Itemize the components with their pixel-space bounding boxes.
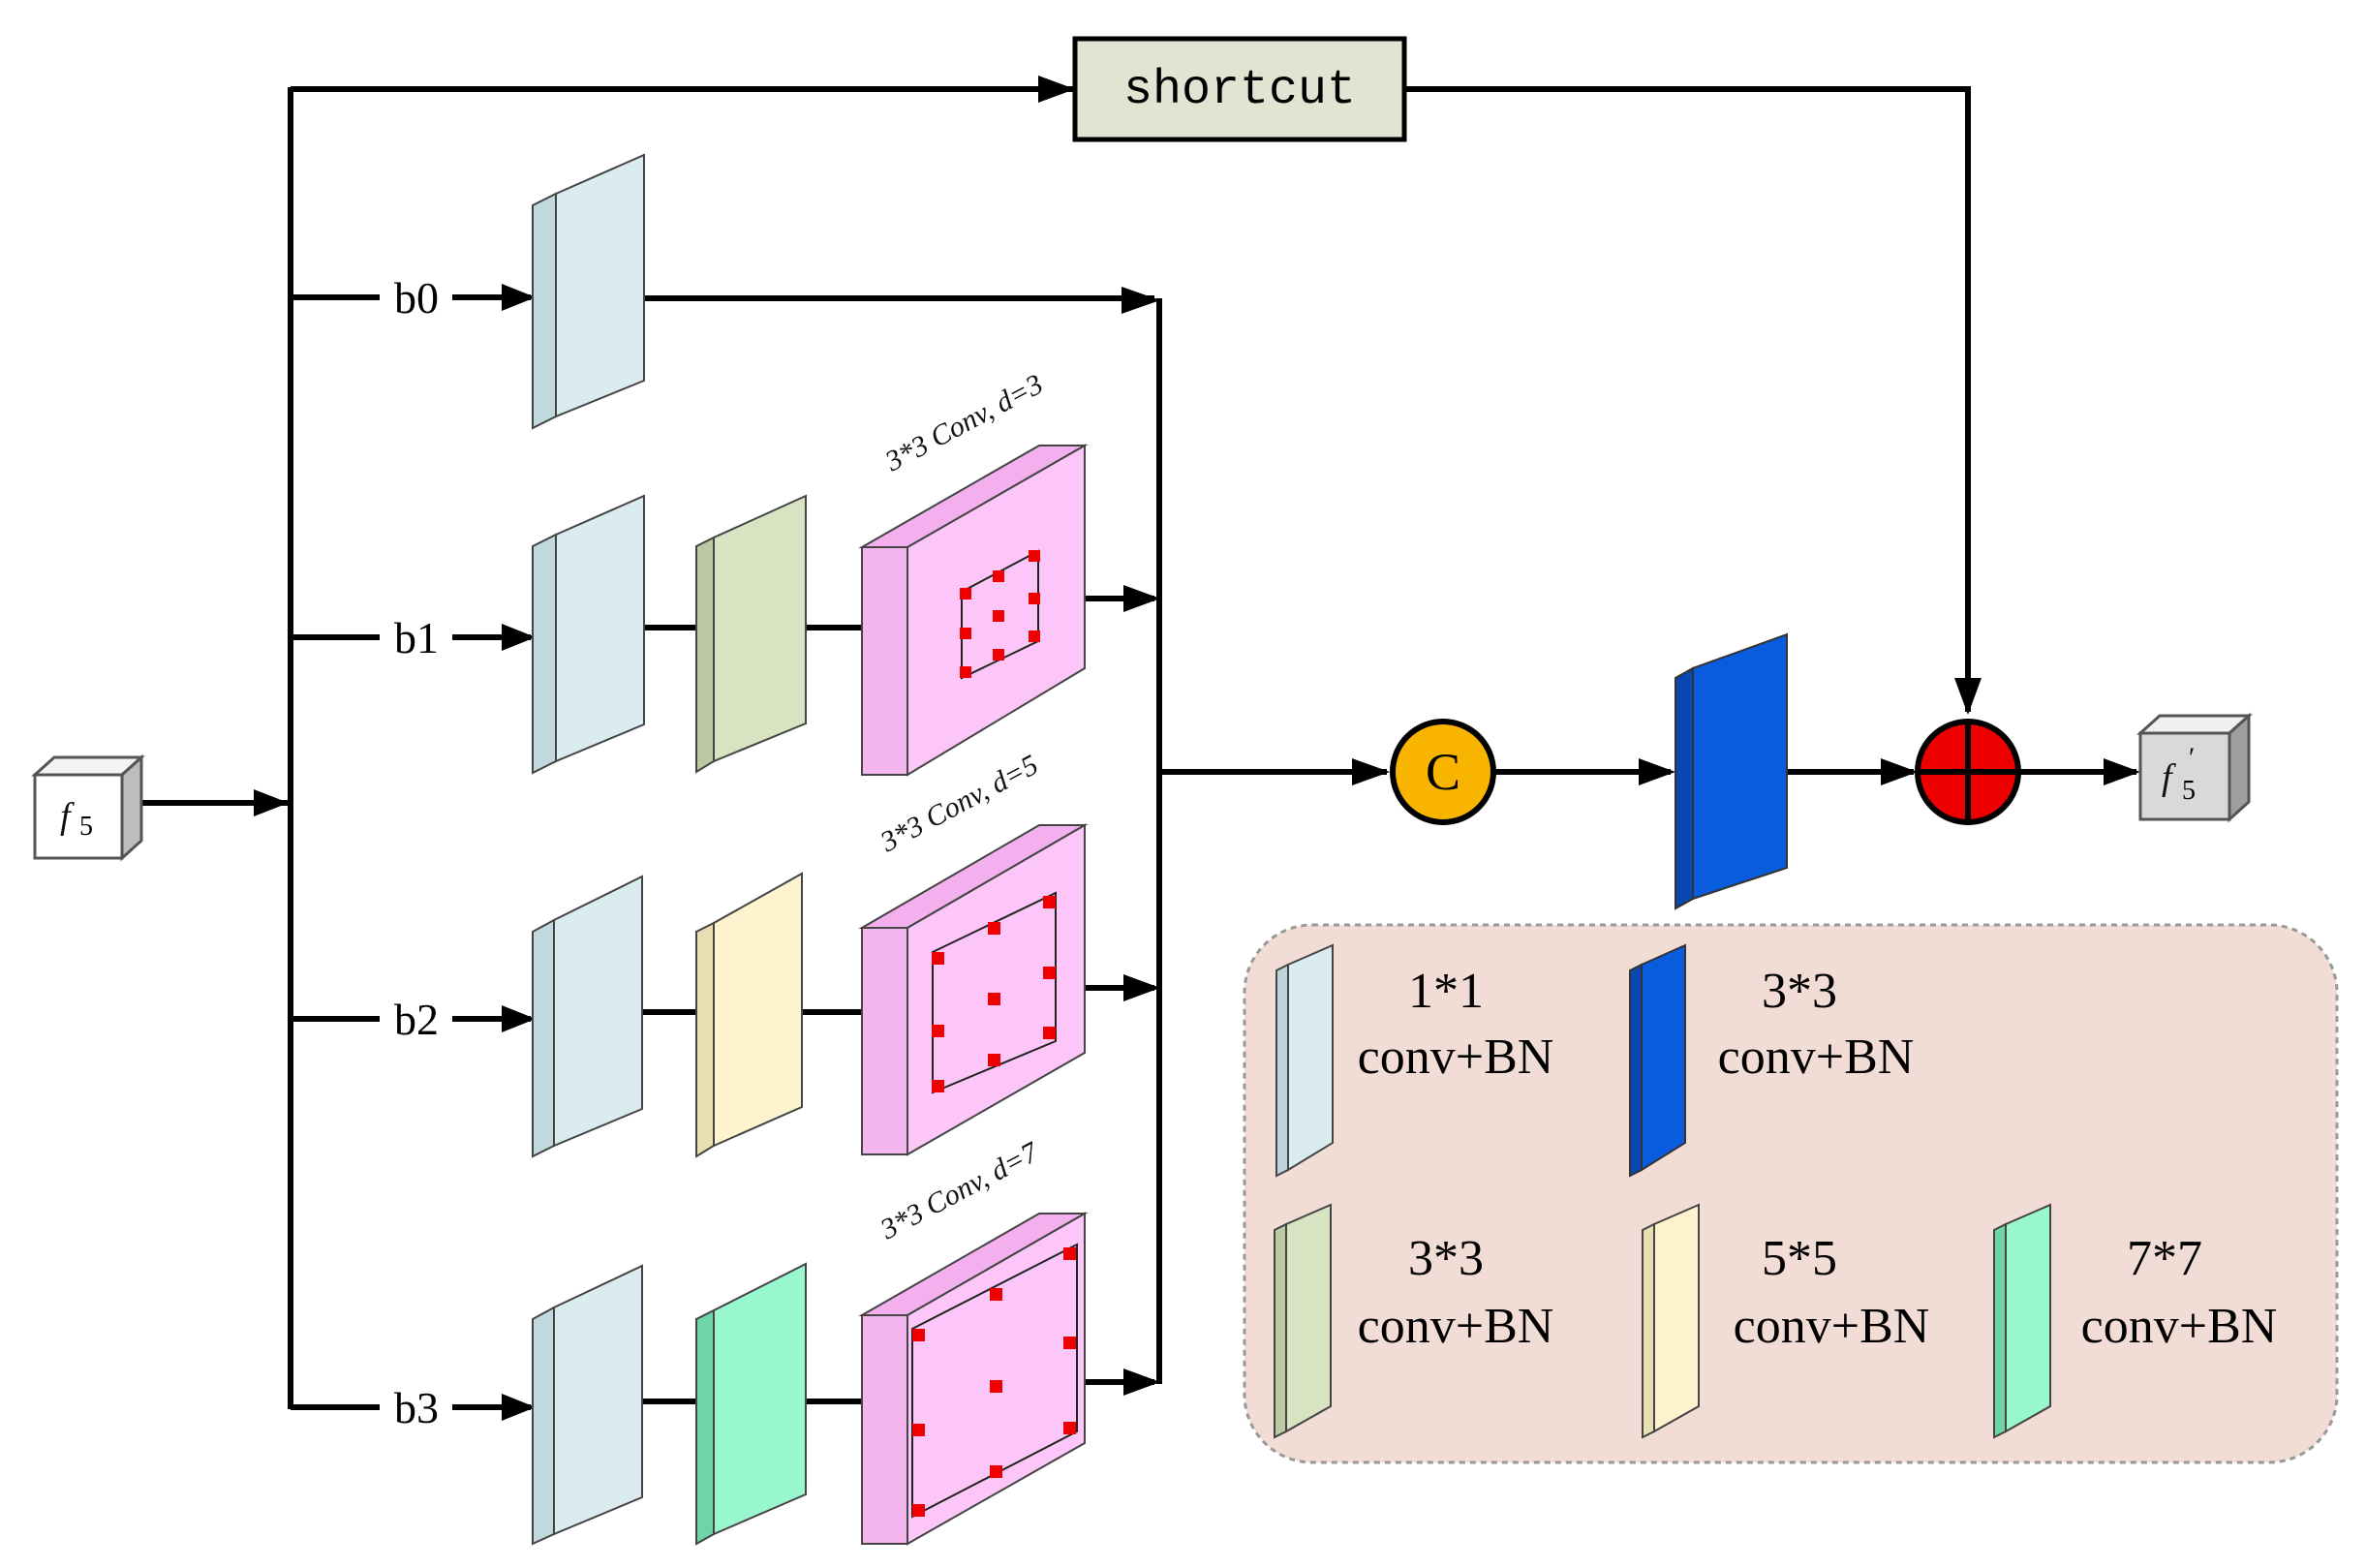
legend-item-3x3-green: 3*3 conv+BN	[1274, 1203, 1554, 1439]
svg-text:conv+BN: conv+BN	[1358, 1030, 1554, 1085]
add-node	[1915, 719, 2021, 825]
svg-text:conv+BN: conv+BN	[1358, 1299, 1554, 1354]
concat-label: C	[1426, 743, 1460, 801]
b0-conv1x1-block	[532, 153, 645, 430]
input-subscript: 5	[79, 812, 93, 842]
b2-conv5x5-block	[695, 872, 803, 1158]
branch-label-b2: b2	[394, 995, 439, 1044]
dilation-points-d5	[932, 896, 1056, 1092]
dilated-conv-d3-block: 3*3 Conv, d=3	[858, 368, 1089, 777]
legend-item-7x7: 7*7 conv+BN	[1993, 1203, 2278, 1439]
legend-item-1x1: 1*1 conv+BN	[1275, 943, 1554, 1178]
output-feature-cube: f 5 ′	[2136, 712, 2253, 823]
svg-text:5*5: 5*5	[1762, 1231, 1837, 1286]
svg-text:conv+BN: conv+BN	[1718, 1030, 1915, 1085]
svg-text:7*7: 7*7	[2127, 1231, 2202, 1286]
dilated-conv-d7-block: 3*3 Conv, d=7	[858, 1135, 1089, 1546]
branch-label-b1: b1	[394, 613, 439, 662]
output-subscript: 5	[2182, 776, 2196, 806]
legend-item-3x3-blue: 3*3 conv+BN	[1629, 943, 1915, 1178]
branch-label-b0: b0	[394, 273, 439, 323]
legend-panel	[1243, 923, 2339, 1464]
blue-conv3x3-block	[1675, 632, 1788, 910]
dilation-points-d3	[960, 550, 1040, 678]
input-arrowhead	[254, 789, 289, 816]
output-prime: ′	[2187, 742, 2194, 774]
svg-text:conv+BN: conv+BN	[2081, 1299, 2278, 1354]
concat-node: C	[1390, 719, 1496, 825]
svg-text:3*3: 3*3	[1408, 1231, 1484, 1286]
shortcut-label: shortcut	[1123, 63, 1356, 118]
shortcut-out-line	[1404, 86, 1971, 712]
connectors	[140, 76, 2140, 1421]
legend-item-5x5: 5*5 conv+BN	[1642, 1203, 1930, 1439]
branch-labels: b0 b1 b2 b3	[394, 273, 439, 1432]
branch-label-b3: b3	[394, 1383, 439, 1432]
b1-conv1x1-block	[532, 494, 645, 775]
input-feature-cube: f 5	[31, 753, 145, 862]
b1-conv3x3-block	[695, 494, 807, 774]
shortcut-box: shortcut	[1072, 36, 1407, 142]
b3-conv7x7-block	[695, 1262, 807, 1546]
dilated-conv-d5-block: 3*3 Conv, d=5	[858, 749, 1089, 1156]
svg-text:1*1: 1*1	[1408, 964, 1484, 1019]
b2-conv1x1-block	[532, 875, 643, 1158]
svg-text:conv+BN: conv+BN	[1734, 1299, 1930, 1354]
b3-conv1x1-block	[532, 1264, 643, 1546]
svg-text:3*3: 3*3	[1762, 964, 1837, 1019]
dilation-points-d7	[912, 1247, 1076, 1517]
legend: 1*1 conv+BN 3*3 conv+BN 3*3 conv+BN 5*5 …	[1243, 923, 2339, 1464]
